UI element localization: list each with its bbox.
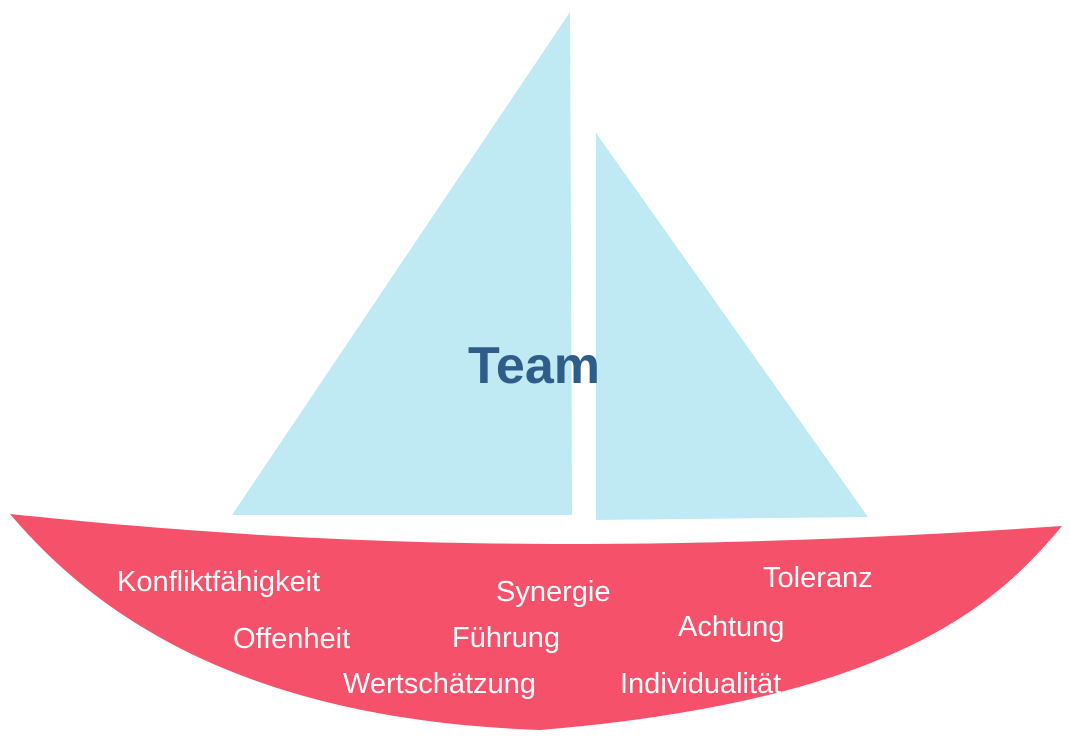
value-label-fuehrung: Führung [452,622,561,654]
value-label-synergie: Synergie [496,576,611,608]
value-label-wertschaetzung: Wertschätzung [343,668,536,700]
value-label-konfliktfaehigkeit: Konfliktfähigkeit [117,566,321,598]
value-label-individualitaet: Individualität [620,668,782,700]
boat-hull [10,514,1062,730]
value-label-offenheit: Offenheit [233,623,351,655]
diagram-title: Team [468,337,600,395]
value-label-toleranz: Toleranz [763,562,873,594]
right-sail [596,133,868,520]
value-label-achtung: Achtung [678,611,785,643]
left-sail [232,12,572,515]
